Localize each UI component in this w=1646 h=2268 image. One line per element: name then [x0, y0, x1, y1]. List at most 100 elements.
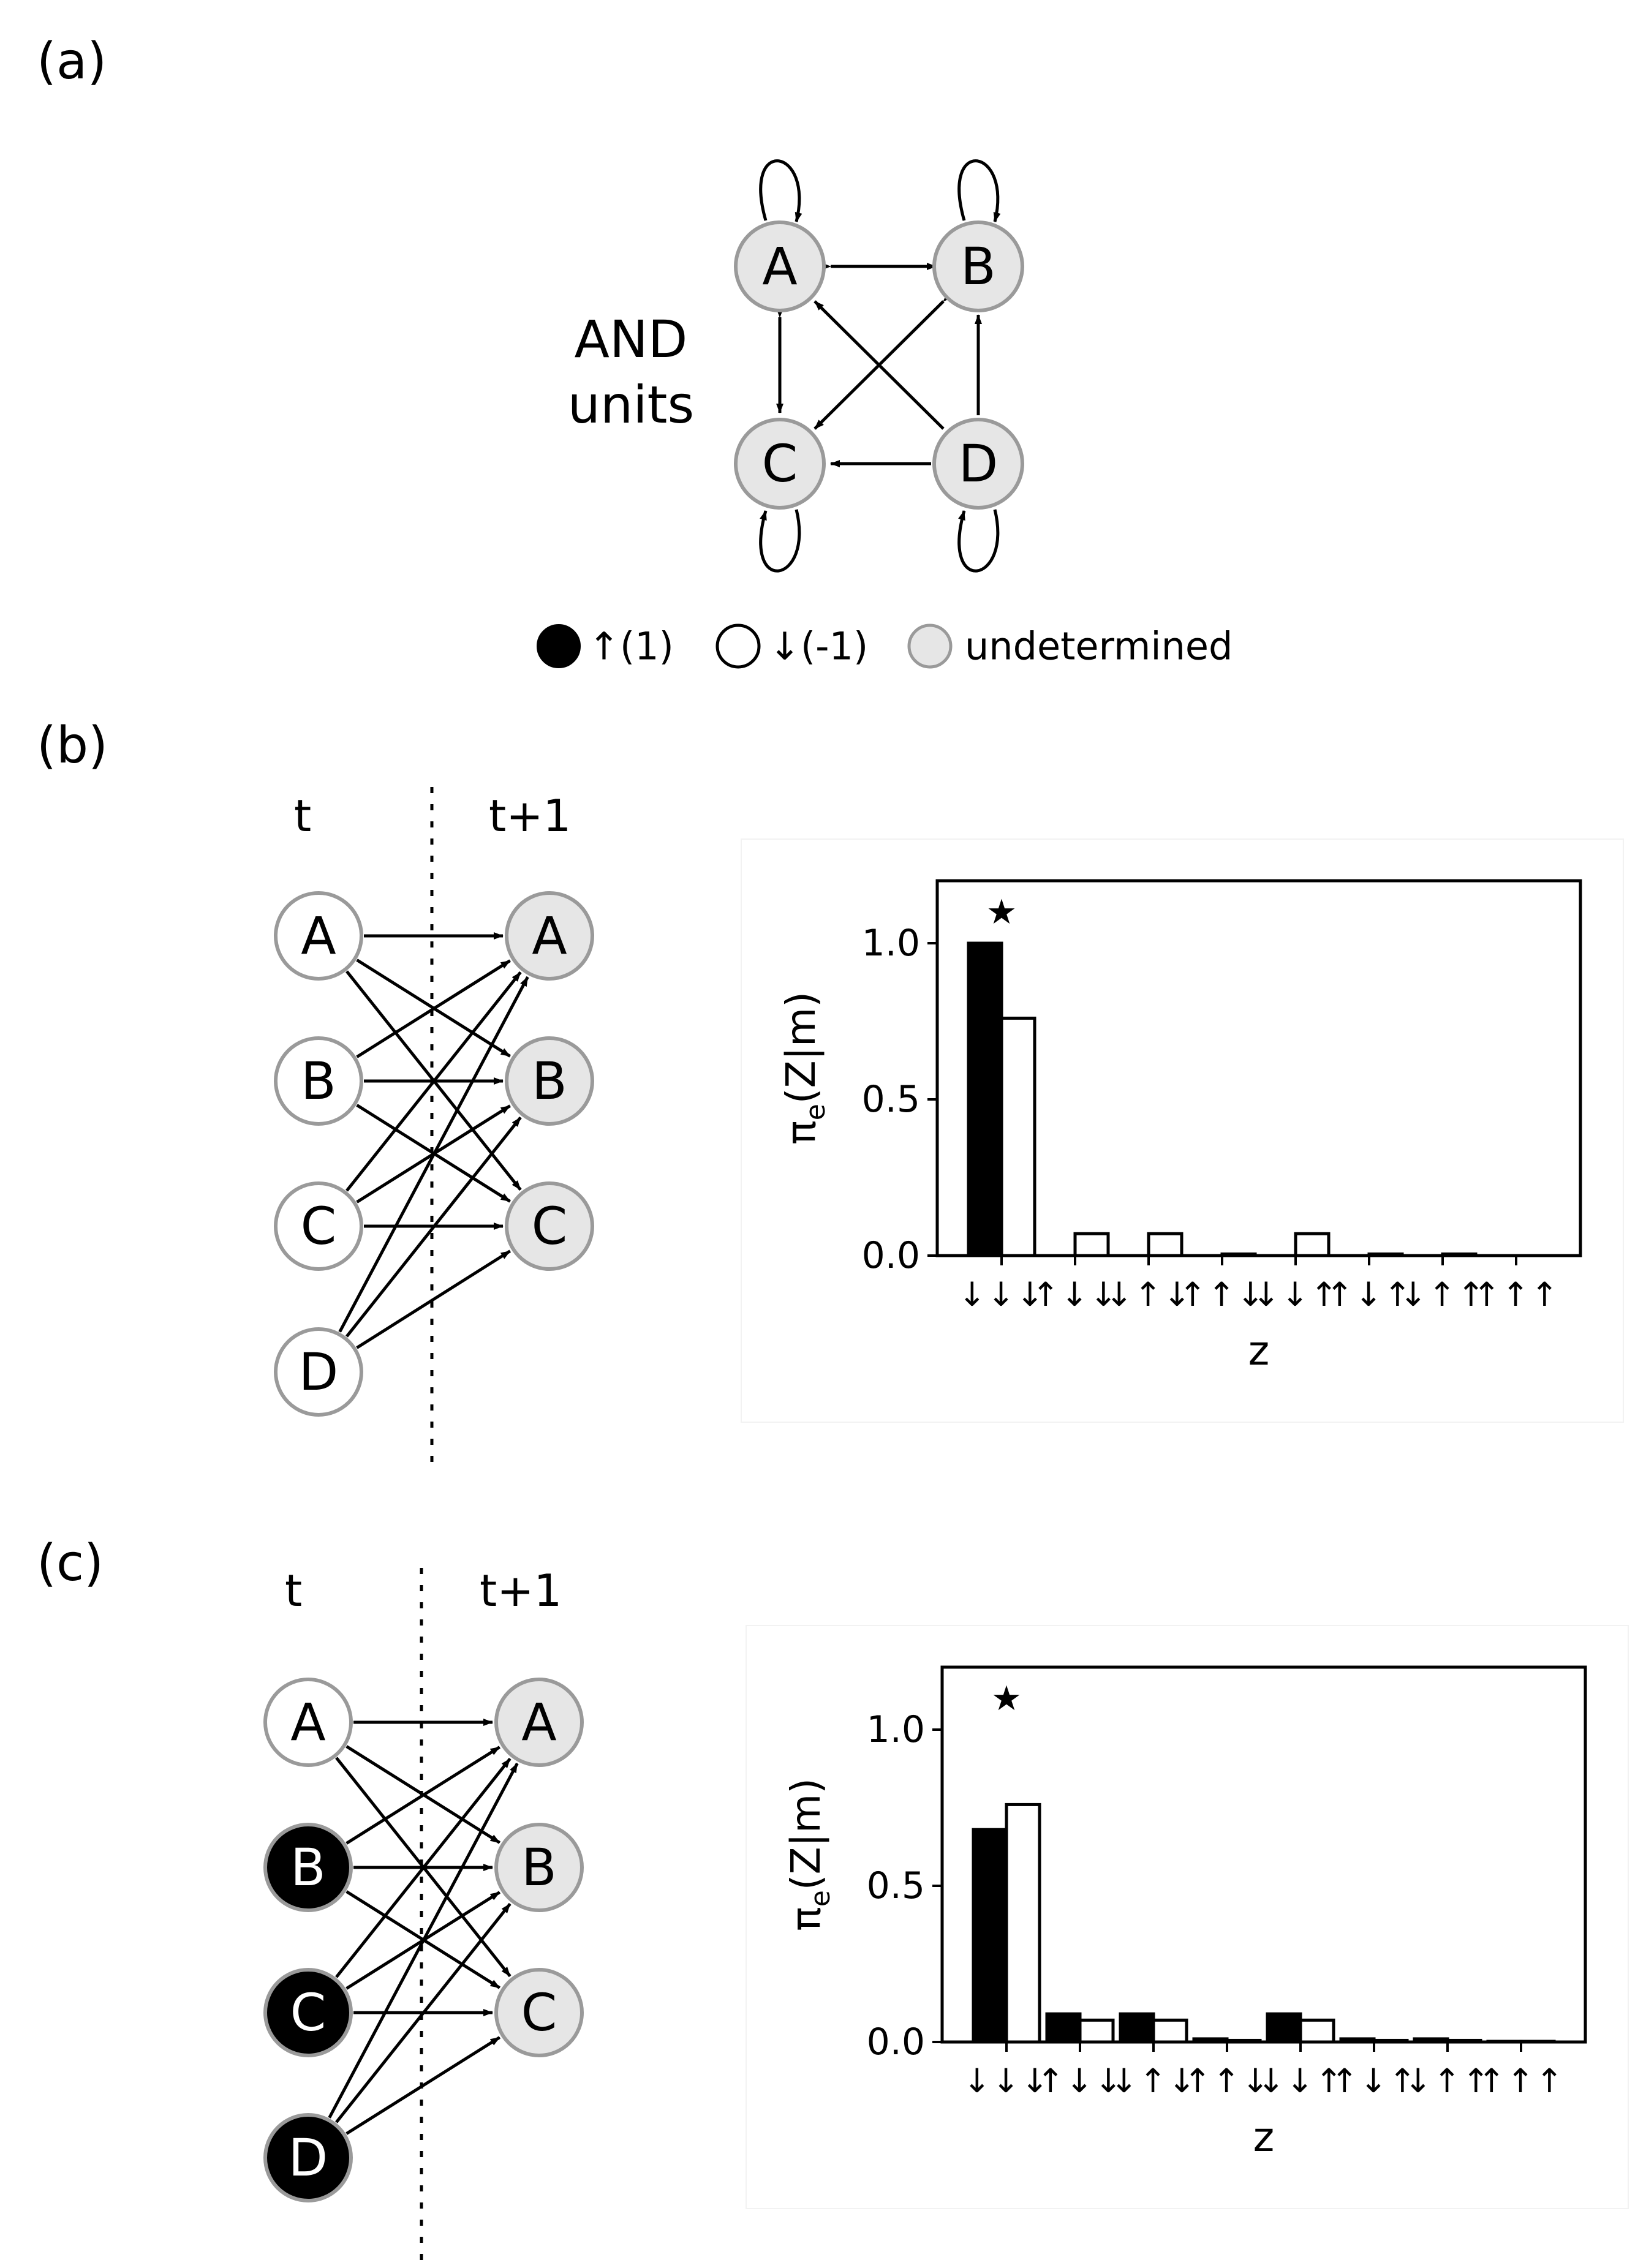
panel-c-edges	[328, 1719, 519, 2135]
chart-c-xtick-label-7: ↑↑↑	[1478, 2062, 1565, 2100]
chart-c-xtick-label-4: ↓↓↑	[1257, 2062, 1344, 2100]
chart-b-bars	[967, 941, 1478, 1257]
panel-a-label: (a)	[37, 32, 107, 91]
panel-b-edge-d-b	[345, 1116, 522, 1338]
chart-b-frame	[935, 879, 1582, 1257]
panel-b-edge-c-a	[345, 971, 522, 1192]
chart-b-xtick-label-7: ↑↑↑	[1473, 1275, 1560, 1314]
legend: ↑(1) ↓(-1) undetermined	[537, 624, 1233, 669]
chart-c-background	[746, 1625, 1629, 2209]
panel-c-edge-b-a	[345, 1746, 500, 1845]
legend-down-text: ↓(-1)	[769, 624, 868, 669]
panel-c-right-node-b: B	[494, 1823, 584, 1912]
panel-c-edge-d-c	[345, 2036, 500, 2135]
chart-c-ytick-label-1: 0.5	[867, 1864, 925, 1907]
network-edges	[759, 159, 1001, 573]
chart-b-bar-s1-c2	[1147, 1232, 1184, 1257]
chart-b-ytick-label-2: 1.0	[862, 922, 920, 965]
chart-b-star-marker: ★	[986, 892, 1017, 932]
chart-c-frame	[940, 1665, 1587, 2044]
panel-c-network: A B C D A B C	[263, 1678, 584, 2202]
panel-b-edge-b-a	[356, 959, 511, 1058]
chart-c-bar-s0-c4	[1266, 2012, 1302, 2044]
legend-up-text: ↑(1)	[588, 624, 674, 669]
network-node-a-label: A	[762, 236, 797, 296]
panel-c-time-t: t	[285, 1565, 302, 1616]
panel-b-left-node-b-label: B	[301, 1051, 336, 1111]
panel-b-left-node-a: A	[274, 891, 363, 981]
units-text-line1: AND	[575, 309, 688, 369]
chart-c-xtick-label-2: ↓↑↓	[1110, 2062, 1197, 2100]
chart-c-ytick-label-0: 0.0	[867, 2021, 925, 2063]
legend-undetermined-marker	[907, 624, 953, 669]
chart-c-ytick-label-2: 1.0	[867, 1708, 925, 1751]
chart-c-xtick-label-0: ↓↓↓	[963, 2062, 1050, 2100]
panel-b-left-node-b: B	[274, 1036, 363, 1126]
chart-b-ytick-label-1: 0.5	[862, 1078, 920, 1121]
chart-c-xlabel: z	[1253, 2114, 1275, 2161]
network-node-c-label: C	[762, 434, 798, 494]
panel-c-edge-c-a	[335, 1757, 512, 1978]
panel-b-right-node-c-label: C	[532, 1196, 568, 1256]
chart-c-xtick-label-1: ↑↓↓	[1036, 2062, 1123, 2100]
chart-c-bar-s1-c2	[1152, 2018, 1188, 2044]
chart-c-bar-s1-c0	[1005, 1803, 1041, 2044]
panel-b-left-node-c-label: C	[301, 1196, 337, 1256]
chart-c-bar-s0-c2	[1119, 2012, 1155, 2044]
panel-c-edge-d-b	[335, 1902, 512, 2123]
panel-b-left-node-c: C	[274, 1181, 363, 1271]
network-node-d: D	[932, 418, 1024, 510]
network-node-b: B	[932, 220, 1024, 312]
chart-b-bar-s1-c1	[1073, 1232, 1110, 1257]
panel-c-left-node-b-label: B	[290, 1837, 326, 1897]
panel-c-right-node-c-label: C	[521, 1983, 557, 2043]
chart-b-xtick-label-6: ↓↑↑	[1399, 1275, 1486, 1314]
panel-c-left-node-d-label: D	[289, 2128, 328, 2188]
panel-b-edges	[338, 932, 529, 1349]
panel-c-chart: 0.00.51.0↓↓↓↑↓↓↓↑↓↑↑↓↓↓↑↑↓↑↓↑↑↑↑↑★zπe(Z|…	[746, 1625, 1629, 2209]
chart-b-ytick-label-0: 0.0	[862, 1234, 920, 1277]
chart-c-xtick-label-3: ↑↑↓	[1184, 2062, 1270, 2100]
chart-c-xtick-label-6: ↓↑↑	[1404, 2062, 1491, 2100]
panel-c-left-node-a-label: A	[290, 1692, 325, 1752]
panel-b-right-node-c: C	[505, 1181, 594, 1271]
network-node-c: C	[734, 418, 826, 510]
legend-undetermined-text: undetermined	[965, 624, 1233, 669]
self-loop-b	[957, 159, 1001, 222]
chart-b-bar-s1-c0	[1000, 1016, 1036, 1257]
chart-c-bar-s1-c4	[1299, 2018, 1335, 2044]
panel-b-left-node-d: D	[274, 1327, 363, 1417]
chart-b-bar-s0-c0	[967, 941, 1003, 1257]
self-loop-d	[957, 509, 1000, 573]
chart-b-background	[741, 838, 1624, 1423]
network-node-d-label: D	[959, 434, 999, 494]
panel-b-edge-d-c	[356, 1249, 512, 1349]
panel-b-chart: 0.00.51.0↓↓↓↑↓↓↓↑↓↑↑↓↓↓↑↑↓↑↓↑↑↑↑↑★zπe(Z|…	[741, 838, 1624, 1423]
chart-c-bar-s0-c1	[1045, 2012, 1082, 2044]
chart-c-star-marker: ★	[991, 1679, 1022, 1719]
self-loop-c	[759, 509, 801, 573]
chart-b-xtick-label-2: ↓↑↓	[1105, 1275, 1192, 1314]
panel-b-right-node-b-label: B	[532, 1051, 567, 1111]
units-text-line2: units	[568, 375, 695, 435]
panel-c-right-node-b-label: B	[521, 1837, 557, 1897]
panel-b-left-node-a-label: A	[301, 906, 336, 966]
panel-c-left-node-a: A	[263, 1678, 353, 1767]
panel-c-left-node-c-label: C	[290, 1983, 327, 2043]
chart-b-xlabel: z	[1248, 1327, 1270, 1374]
panel-c-right-node-a-label: A	[521, 1692, 556, 1752]
chart-b-bar-s1-c4	[1294, 1232, 1331, 1257]
panel-c-left-node-d: D	[263, 2113, 353, 2202]
panel-b-time-t1: t+1	[489, 790, 571, 842]
panel-b-label: (b)	[37, 717, 108, 775]
panel-b-left-node-d-label: D	[299, 1342, 339, 1402]
panel-c-left-node-c: C	[263, 1968, 353, 2057]
network-nodes: A B C D	[734, 220, 1024, 510]
panel-a: (a) A	[37, 32, 1233, 669]
network-node-b-label: B	[961, 236, 996, 296]
chart-b-ylabel: πe(Z|m)	[777, 992, 831, 1145]
chart-c-xtick-label-5: ↑↓↑	[1331, 2062, 1418, 2100]
